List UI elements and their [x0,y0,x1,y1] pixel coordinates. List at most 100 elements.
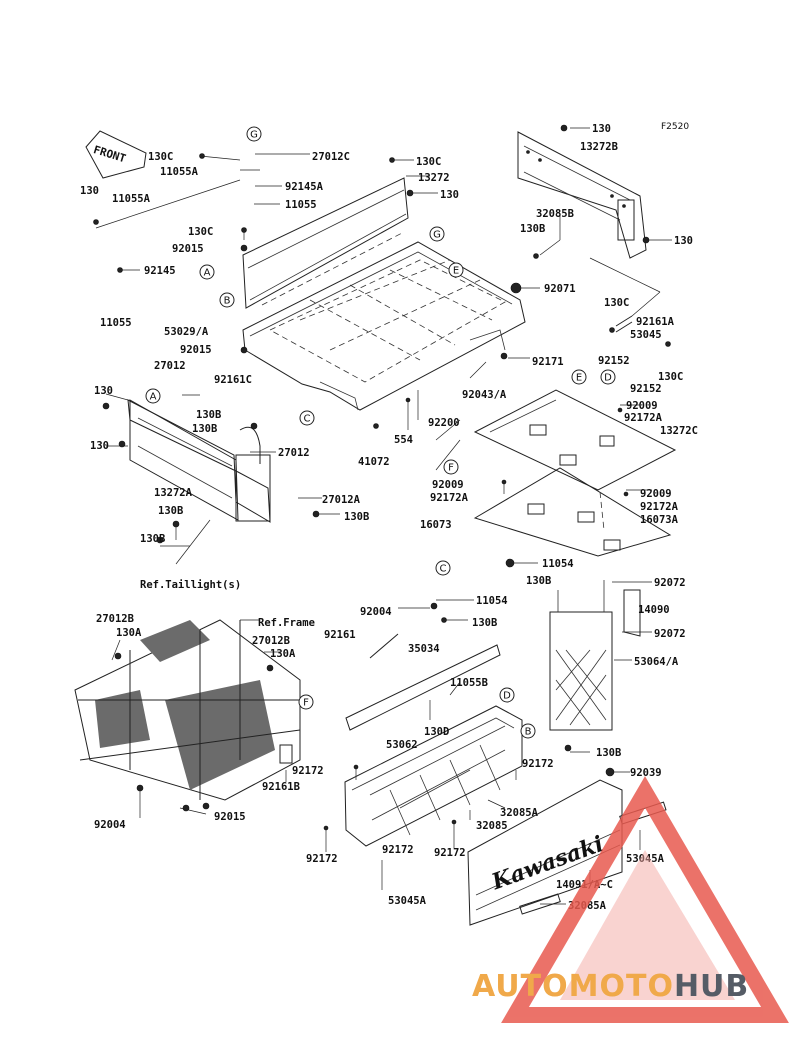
part-label: 11055A [160,166,199,178]
part-label: 27012C [312,151,350,163]
callout-letter: C [304,414,311,425]
part-label: 92004 [94,819,126,831]
part-label: 11055B [450,677,488,689]
part-label: 92172 [292,765,324,777]
part-label: 92015 [172,243,204,255]
part-label: 130B [526,575,551,587]
tailgate-frame [344,705,523,847]
watermark-logo [501,776,789,1023]
part-label: 92161 [324,629,356,641]
callout-circle: A [145,388,161,404]
callout-circle: F [443,459,459,475]
part-label: 92009 [432,479,464,491]
part-label: 16073A [640,514,679,526]
part-label: 130C [604,297,629,309]
part-label: 130B [140,533,165,545]
part-label: 92172A [430,492,469,504]
part-label: 53064/A [634,656,679,668]
side-panel-left [127,399,271,523]
part-label: 130A [116,627,142,639]
callout-circle: E [448,262,464,278]
callout-circle: E [571,369,587,385]
part-label: 92071 [544,283,576,295]
watermark-hub: HUB [674,969,749,1004]
part-label: 130C [416,156,441,168]
part-label: 130B [344,511,369,523]
leader-lines [95,127,672,905]
bracket-14090 [623,589,641,637]
callout-letter: G [250,130,258,141]
side-panel-right [517,131,647,259]
part-label: 92004 [360,606,392,618]
part-label: 130 [90,440,109,452]
part-label: 92161A [636,316,675,328]
callout-letter: B [525,727,532,738]
callout-circle: C [435,560,451,576]
part-label: 92172A [624,412,663,424]
part-label: 27012B [96,613,134,625]
mesh-panel [549,580,613,731]
part-label: 130B [596,747,621,759]
part-label: 92172 [306,853,338,865]
front-arrow: FRONT [85,130,147,179]
part-label: 130C [148,151,173,163]
callout-letter: B [224,296,231,307]
callout-circle: D [499,687,515,703]
callout-circle: D [600,369,616,385]
callout-circle: F [298,694,314,710]
part-label: 11054 [476,595,508,607]
part-label: 130D [424,726,449,738]
callout-letter: D [604,373,612,384]
part-label: 92172 [522,758,554,770]
callout-circle: A [199,264,215,280]
callout-letter: E [576,373,582,384]
part-label: 13272 [418,172,450,184]
part-label: 27012 [278,447,310,459]
part-label: 11055 [100,317,132,329]
watermark-text: AUTOMOTOHUB [472,969,749,1004]
ref-taillight-label: Ref.Taillight(s) [140,579,241,591]
part-label: 92161C [214,374,252,386]
bed-mat-upper [473,389,677,491]
part-label: 53062 [386,739,418,751]
callout-letter: A [150,392,157,403]
part-label: 130C [658,371,683,383]
callout-letter: D [503,691,511,702]
callout-letter: F [448,463,454,474]
part-label: 11055A [112,193,151,205]
figure-code: F2520 [661,122,689,132]
part-label: 130B [472,617,497,629]
watermark-auto: AUTOMOTO [472,969,674,1004]
part-label: 92152 [598,355,630,367]
part-label: 130B [192,423,217,435]
part-label: 27012A [322,494,361,506]
part-label: 130B [158,505,183,517]
part-label: 92145A [285,181,324,193]
part-label: 13272B [580,141,618,153]
part-label: 92200 [428,417,460,429]
callout-circle: B [219,292,235,308]
vehicle-frame [74,619,301,801]
callout-letter: E [453,266,459,277]
part-label: 41072 [358,456,390,468]
cargo-bed-floor [242,177,526,411]
callout-letter: G [433,230,441,241]
part-label: 92043/A [462,389,507,401]
part-label: 130B [520,223,545,235]
callout-circle: B [520,723,536,739]
callout-letter: C [440,564,447,575]
part-label: 92172 [382,844,414,856]
part-label: 13272A [154,487,193,499]
part-label: 130 [94,385,113,397]
part-label: 130 [674,235,693,247]
part-label: 92015 [180,344,212,356]
callout-letters: A B A C E G E D F C D B F G [145,126,616,739]
ref-frame-label: Ref.Frame [258,617,315,629]
part-label: 92152 [630,383,662,395]
part-label: 53045 [630,329,662,341]
part-label: 32085 [476,820,508,832]
rail-35034 [345,644,501,731]
part-label: 92171 [532,356,564,368]
part-label: 130A [270,648,296,660]
